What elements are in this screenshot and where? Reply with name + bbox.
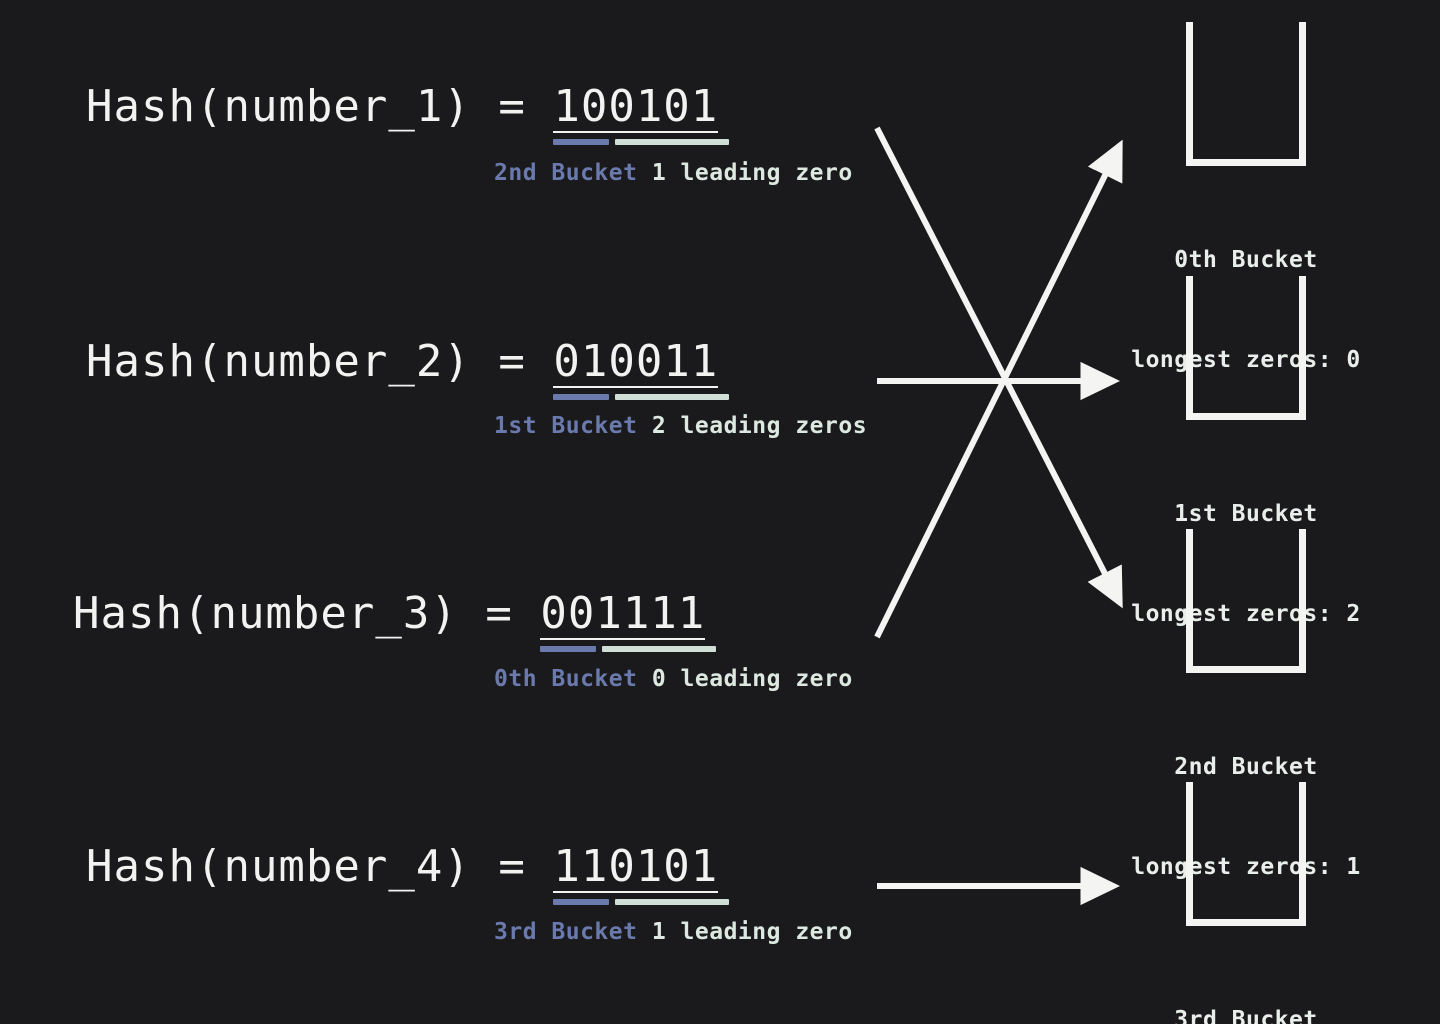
bucket-stat-0: longest zeros: 0	[1131, 346, 1361, 373]
bucket-name-2: 2nd Bucket	[1174, 753, 1318, 780]
hash-prefix-4: Hash(number_4) =	[86, 841, 554, 892]
bucket-label-1: 1st Bucket longest zeros: 2	[1126, 431, 1366, 698]
zeros-segment-underline-1	[615, 139, 730, 145]
zeros-caption-text-4: 1 leading zero	[651, 919, 853, 945]
bucket-caption-2: 1st Bucket	[494, 413, 638, 439]
bucket-name-1: 1st Bucket	[1174, 500, 1318, 527]
bucket-label-2: 2nd Bucket longest zeros: 1	[1126, 684, 1366, 951]
bucket-shape-1	[1186, 276, 1306, 420]
hash-expression-2: Hash(number_2) = 010011	[86, 336, 730, 400]
hash-expression-1: Hash(number_1) = 100101	[86, 81, 730, 145]
caption-space-3	[637, 666, 651, 692]
bucket-segment-underline-4	[553, 899, 610, 905]
bucket-name-0: 0th Bucket	[1174, 246, 1318, 273]
hash-caption-3: 0th Bucket 0 leading zero	[494, 668, 853, 691]
zeros-caption-text-1: 1 leading zero	[651, 160, 853, 186]
hash-binary-value-4: 110101	[553, 841, 719, 892]
hash-binary-2: 010011	[553, 340, 730, 400]
zeros-segment-underline-4	[615, 899, 730, 905]
bucket-segment-underline-1	[553, 139, 610, 145]
hash-prefix-3: Hash(number_3) =	[73, 588, 541, 639]
bucket-caption-1: 2nd Bucket	[494, 160, 638, 186]
hash-caption-2: 1st Bucket 2 leading zeros	[494, 415, 867, 438]
hash-binary-value-3: 001111	[540, 588, 706, 639]
bucket-shape-2	[1186, 529, 1306, 673]
hash-expression-3: Hash(number_3) = 001111	[73, 588, 717, 652]
bucket-segment-underline-3	[540, 646, 597, 652]
zeros-segment-underline-2	[615, 394, 730, 400]
hash-prefix-2: Hash(number_2) =	[86, 336, 554, 387]
arrow-row1-to-bucket2	[874, 126, 1123, 609]
bucket-stat-2: longest zeros: 1	[1131, 853, 1361, 880]
zeros-caption-text-2: 2 leading zeros	[651, 413, 868, 439]
bucket-label-3: 3rd Bucket longest zeros: 1	[1126, 937, 1366, 1024]
zeros-caption-text-3: 0 leading zero	[651, 666, 853, 692]
hash-binary-value-1: 100101	[553, 81, 719, 132]
hash-binary-3: 001111	[540, 592, 717, 652]
hash-caption-1: 2nd Bucket 1 leading zero	[494, 162, 853, 185]
caption-space-2	[637, 413, 651, 439]
zeros-segment-underline-3	[602, 646, 717, 652]
bucket-stat-1: longest zeros: 2	[1131, 600, 1361, 627]
bucket-segment-underline-2	[553, 394, 610, 400]
hash-expression-4: Hash(number_4) = 110101	[86, 841, 730, 905]
hash-binary-value-2: 010011	[553, 336, 719, 387]
hash-caption-4: 3rd Bucket 1 leading zero	[494, 921, 853, 944]
zeros-caption-1	[637, 160, 651, 186]
hash-binary-4: 110101	[553, 845, 730, 905]
bucket-caption-4: 3rd Bucket	[494, 919, 638, 945]
bucket-shape-0	[1186, 22, 1306, 166]
hash-row-2: Hash(number_2) = 010011	[86, 340, 730, 400]
arrow-row3-to-bucket0	[874, 139, 1123, 639]
hash-row-1: Hash(number_1) = 100101	[86, 85, 730, 145]
bucket-caption-3: 0th Bucket	[494, 666, 638, 692]
hash-prefix-1: Hash(number_1) =	[86, 81, 554, 132]
bucket-name-3: 3rd Bucket	[1174, 1006, 1318, 1024]
bucket-shape-3	[1186, 782, 1306, 926]
hash-row-4: Hash(number_4) = 110101	[86, 845, 730, 905]
hash-row-3: Hash(number_3) = 001111	[73, 592, 717, 652]
hash-binary-1: 100101	[553, 85, 730, 145]
caption-space-4	[637, 919, 651, 945]
bucket-label-0: 0th Bucket longest zeros: 0	[1126, 177, 1366, 444]
